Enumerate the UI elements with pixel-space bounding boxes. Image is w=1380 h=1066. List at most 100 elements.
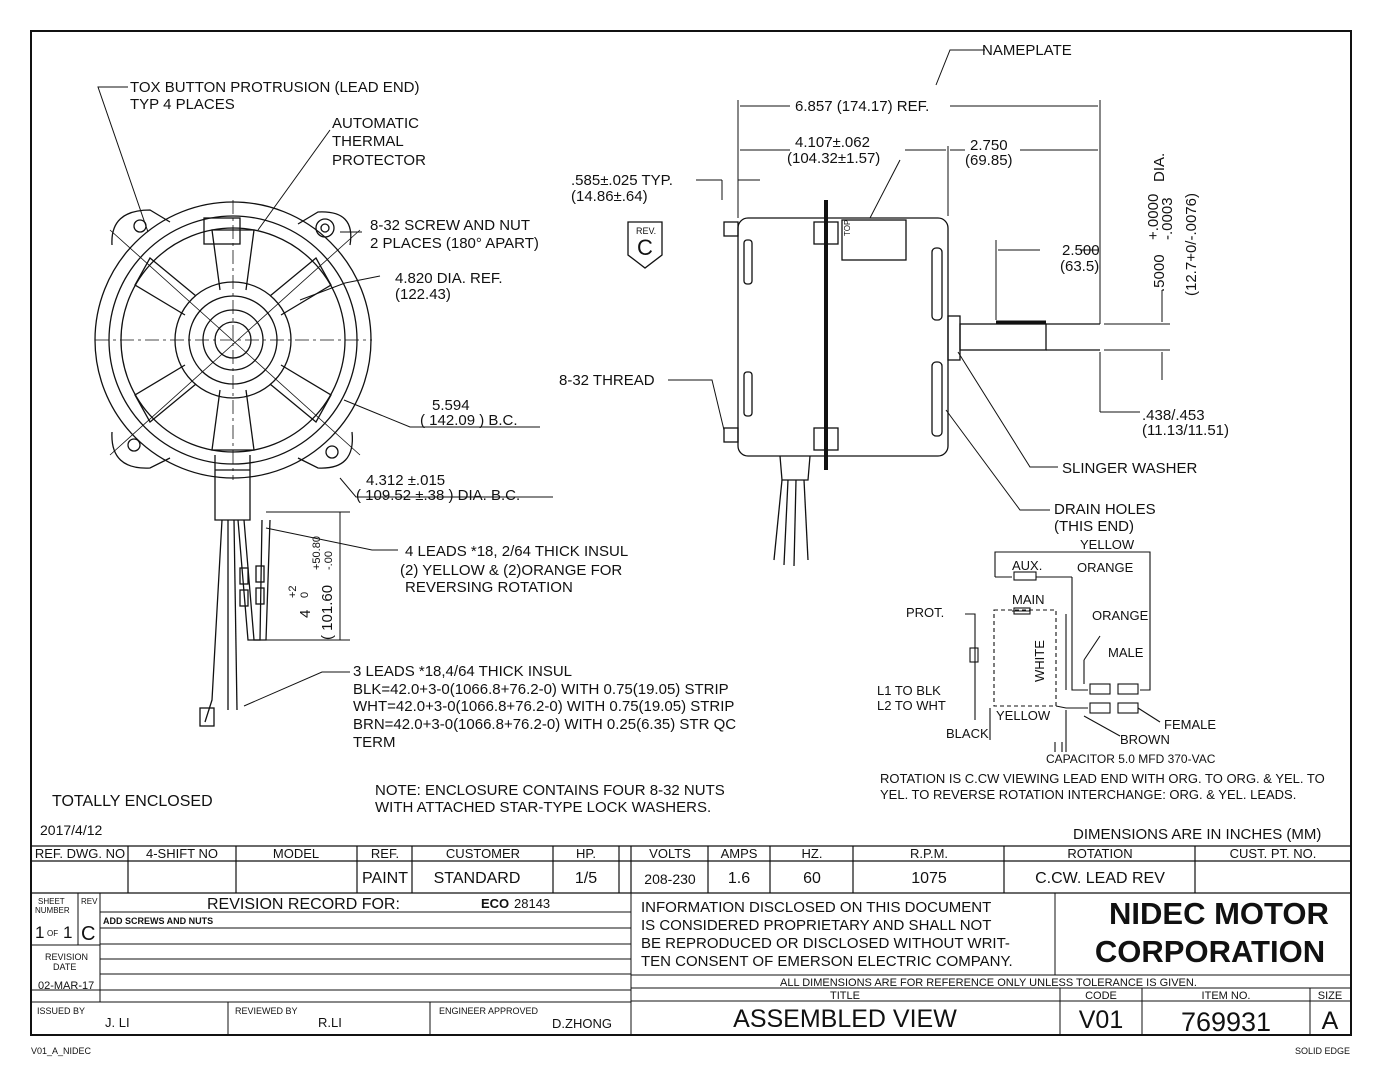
bc1-1: 5.594 (432, 397, 470, 414)
end-view-leaders (97, 86, 553, 707)
value-rpm: 1075 (911, 870, 947, 887)
revision-text: SHEET NUMBER REV 1 OF 1 C REVISION RECOR… (35, 896, 612, 1031)
rev-column-label: REV (81, 897, 98, 906)
stud-typ-dim-2: (14.86±.64) (571, 188, 648, 205)
revision-date-label-2: DATE (53, 962, 76, 972)
value-hz: 60 (803, 870, 821, 887)
drawing-title: ASSEMBLED VIEW (733, 1005, 957, 1033)
engineer-approved-label: ENGINEER APPROVED (439, 1006, 539, 1016)
shaft-dia-tol-plus: +.0000 (1145, 194, 1162, 240)
thread-callout: 8-32 THREAD (559, 372, 655, 389)
leads4-2: (2) YELLOW & (2)ORANGE FOR (400, 562, 622, 579)
info-line-1: INFORMATION DISCLOSED ON THIS DOCUMENT (641, 899, 991, 916)
footer-cad-software: SOLID EDGE (1295, 1046, 1350, 1056)
slinger-washer-callout: SLINGER WASHER (1062, 460, 1197, 477)
wiring-diagram-text: YELLOW AUX. ORANGE PROT. MAIN ORANGE WHI… (877, 537, 1325, 802)
spec-table-headers: REF. DWG. NO 4-SHIFT NO MODEL REF. CUSTO… (35, 846, 1316, 861)
l1-note: L1 TO BLK (877, 683, 941, 698)
company-name-2: CORPORATION (1095, 934, 1325, 969)
enclosure-note-2: WITH ATTACHED STAR-TYPE LOCK WASHERS. (375, 799, 711, 816)
header-volts: VOLTS (649, 846, 691, 861)
value-amps: 1.6 (728, 870, 750, 887)
sheet-number-label-2: NUMBER (35, 906, 70, 915)
info-line-4: TEN CONSENT OF EMERSON ELECTRIC COMPANY. (641, 953, 1013, 970)
shaft-ext-dim-1: 2.750 (970, 137, 1008, 154)
revision-date-value: 02-MAR-17 (38, 980, 94, 992)
wiring-diagram (965, 551, 1161, 752)
body-length-dim-2: (104.32±1.57) (787, 150, 880, 167)
spec-table-grid (31, 845, 1351, 894)
lead-length-in: 4 (297, 610, 314, 618)
overall-length-dim: 6.857 (174.17) REF. (795, 98, 929, 115)
issued-by-value: J. LI (105, 1015, 130, 1030)
size-label: SIZE (1318, 990, 1342, 1002)
leads3-1: 3 LEADS *18,4/64 THICK INSUL (353, 663, 572, 680)
spec-table-values: PAINT STANDARD 1/5 208-230 1.6 60 1075 C… (362, 870, 1165, 887)
leads3-2: BLK=42.0+3-0(1066.8+76.2-0) WITH 0.75(19… (353, 681, 729, 698)
size-value: A (1322, 1007, 1339, 1035)
code-value: V01 (1079, 1006, 1123, 1034)
header-model: MODEL (273, 846, 319, 861)
l2-note: L2 TO WHT (877, 698, 946, 713)
flat-length-dim-1: 2.500 (1062, 242, 1100, 259)
code-label: CODE (1085, 990, 1117, 1002)
header-rpm: R.P.M. (910, 846, 948, 861)
female-terminal-label: FEMALE (1164, 717, 1216, 732)
header-hz: HZ. (802, 846, 823, 861)
company-block: NIDEC MOTOR CORPORATION (1095, 896, 1329, 969)
side-view-text: NAMEPLATE 6.857 (174.17) REF. 4.107±.062… (559, 42, 1229, 535)
enclosure-note-1: NOTE: ENCLOSURE CONTAINS FOUR 8-32 NUTS (375, 782, 725, 799)
lead-length-mm: ( 101.60 (319, 585, 336, 640)
leads3-3: WHT=42.0+3-0(1066.8+76.2-0) WITH 0.75(19… (353, 698, 734, 715)
shaft-dia-mm: (12.7+0/-.0076) (1183, 193, 1200, 296)
value-customer: STANDARD (434, 870, 521, 887)
value-volts: 208-230 (644, 871, 696, 887)
leads4-3: REVERSING ROTATION (405, 579, 573, 596)
title-block-text: ALL DIMENSIONS ARE FOR REFERENCE ONLY UN… (733, 977, 1342, 1037)
proprietary-notice: INFORMATION DISCLOSED ON THIS DOCUMENT I… (641, 899, 1013, 970)
reviewed-by-value: R.LI (318, 1015, 342, 1030)
totally-enclosed-label: TOTALLY ENCLOSED (52, 793, 213, 810)
rotation-note-2: YEL. TO REVERSE ROTATION INTERCHANGE: OR… (880, 787, 1296, 802)
issued-by-label: ISSUED BY (37, 1006, 85, 1016)
value-hp: 1/5 (575, 870, 597, 887)
engineer-approved-value: D.ZHONG (552, 1016, 612, 1031)
bc2-2: ( 109.52 ±.38 ) DIA. B.C. (356, 487, 520, 504)
title-label: TITLE (830, 990, 860, 1002)
eco-value: 28143 (514, 896, 550, 911)
aux-winding-label: AUX. (1012, 558, 1042, 573)
side-view (723, 200, 1100, 567)
wire-yellow-top: YELLOW (1080, 537, 1135, 552)
header-ref-dwg: REF. DWG. NO (35, 846, 125, 861)
sheet-total-value: 1 (63, 923, 72, 942)
body-length-dim-1: 4.107±.062 (795, 134, 870, 151)
screw-callout-2: 2 PLACES (180° APART) (370, 235, 539, 252)
header-hp: HP. (576, 846, 596, 861)
info-line-3: BE REPRODUCED OR DISCLOSED WITHOUT WRIT- (641, 935, 1010, 952)
rev-badge: REV. C (627, 221, 663, 269)
male-terminal-label: MALE (1108, 645, 1144, 660)
dimensions-unit-note: DIMENSIONS ARE IN INCHES (MM) (1073, 826, 1321, 843)
shaft-ext-dim-2: (69.85) (965, 152, 1013, 169)
tolerance-note: ALL DIMENSIONS ARE FOR REFERENCE ONLY UN… (780, 977, 1197, 989)
main-winding-label: MAIN (1012, 592, 1045, 607)
bc1-2: ( 142.09 ) B.C. (420, 412, 518, 429)
wire-black: BLACK (946, 726, 989, 741)
dia-ref-1: 4.820 DIA. REF. (395, 270, 503, 287)
stud-typ-dim-1: .585±.025 TYP. (571, 172, 673, 189)
wire-brown: BROWN (1120, 732, 1170, 747)
lead-tol-mm-plus: +50.80 (311, 536, 323, 570)
shaft-dia-tol-minus: -.0003 (1159, 197, 1176, 240)
dia-ref-2: (122.43) (395, 286, 451, 303)
thermal-callout-1: AUTOMATIC (332, 115, 419, 132)
end-view (94, 200, 372, 727)
sheet-number-value: 1 (35, 923, 44, 942)
lead-tol-in-zero: 0 (299, 592, 311, 598)
drawing-date: 2017/4/12 (40, 822, 102, 838)
value-ref: PAINT (362, 870, 408, 887)
sheet-number-label-1: SHEET (38, 897, 65, 906)
rev-badge-letter: C (637, 235, 653, 260)
thermal-callout-2: THERMAL (332, 133, 404, 150)
shaft-dia-value: .5000 (1151, 254, 1168, 292)
